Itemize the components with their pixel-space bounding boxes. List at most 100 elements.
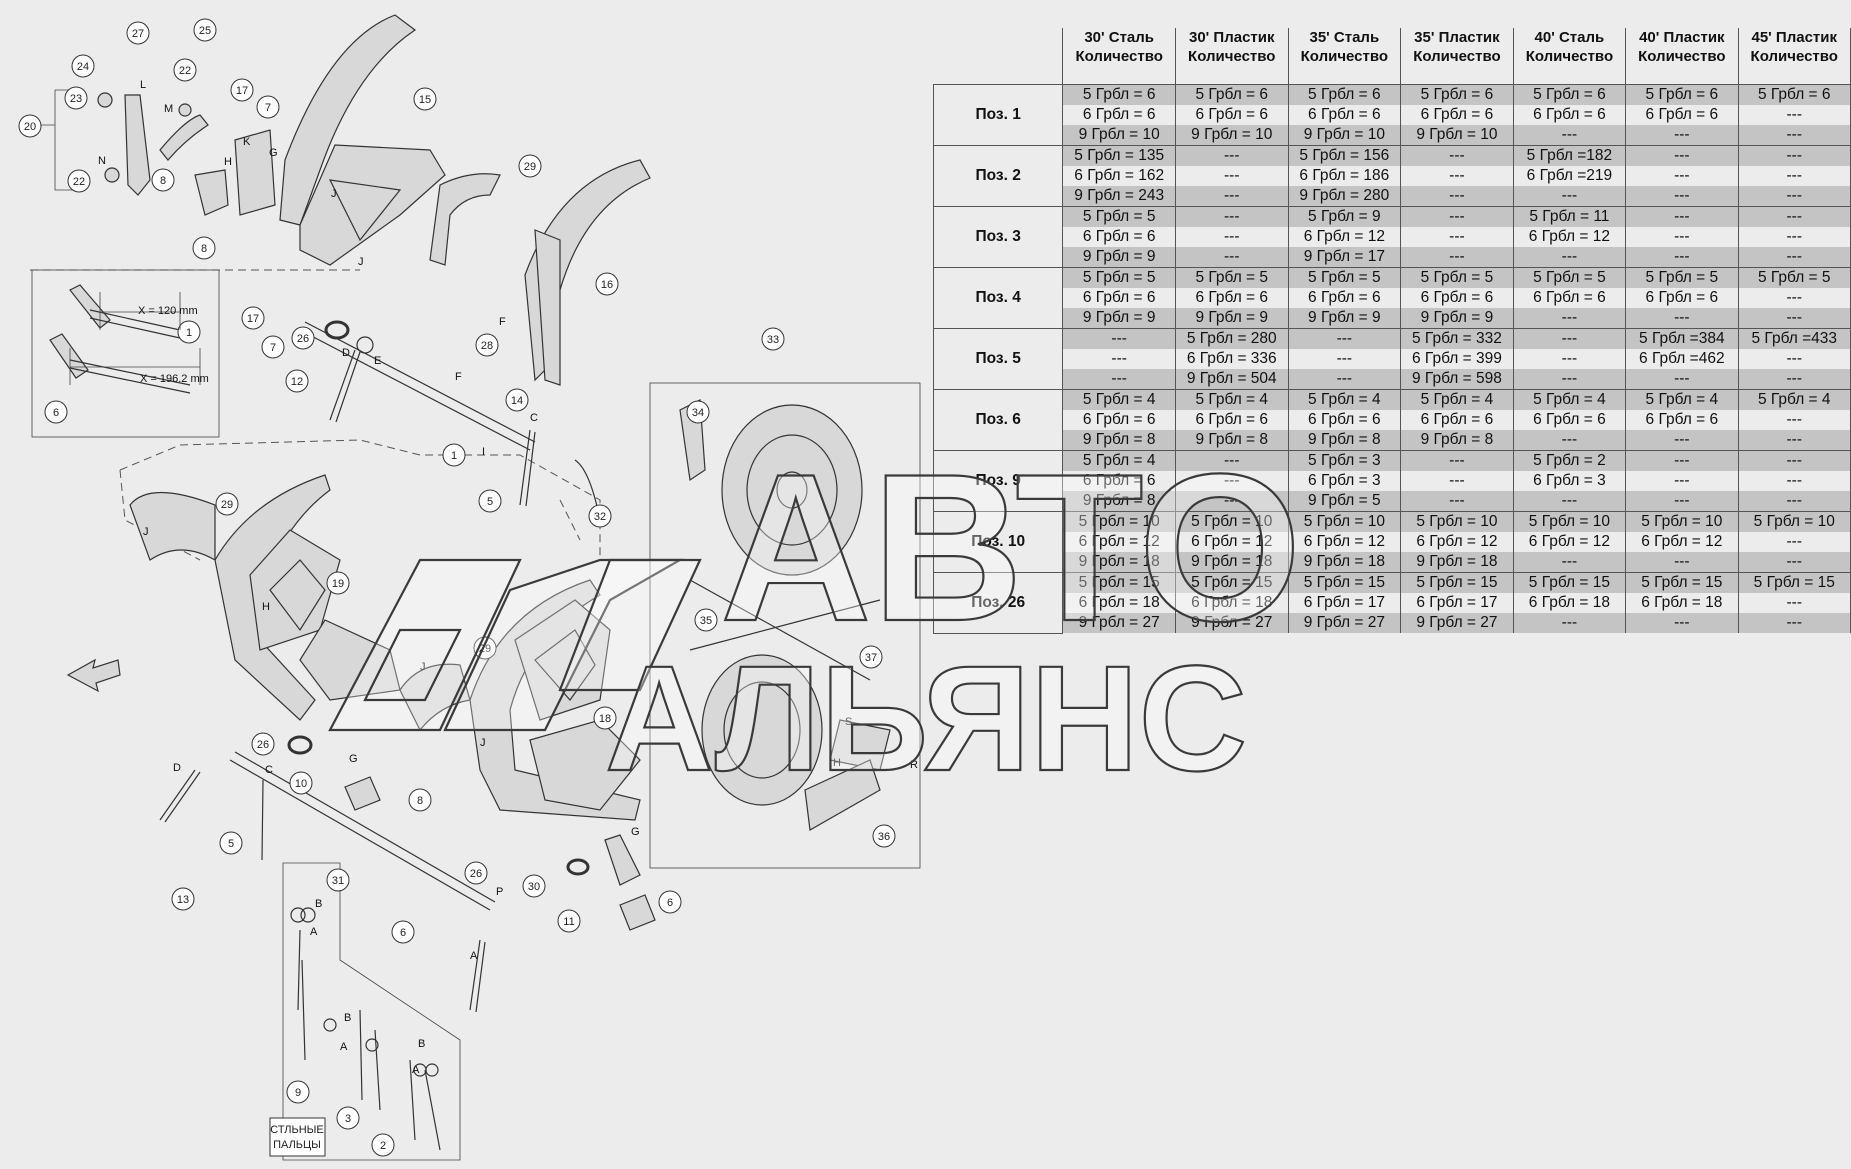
callout-bubble: 28 — [475, 333, 499, 357]
callout-circle — [126, 21, 150, 45]
quantity-cell: 5 Грбл = 9 — [1287, 206, 1402, 227]
callout-number: 23 — [70, 93, 82, 105]
quantity-cell: 6 Грбл = 6 — [1174, 105, 1289, 125]
drive-assembly — [679, 399, 891, 831]
position-label: Поз. 3 — [932, 206, 1064, 268]
quantity-cell: 6 Грбл = 12 — [1287, 532, 1402, 552]
callout-circle — [522, 874, 546, 898]
quantity-cell: 9 Грбл = 8 — [1062, 430, 1176, 451]
quantity-cell: --- — [1174, 166, 1289, 186]
quantity-cell: --- — [1174, 491, 1289, 512]
callout-circle — [859, 645, 883, 669]
callout-bubble: 6 — [44, 400, 68, 424]
callout-number: 8 — [417, 795, 423, 807]
quantity-cell: 5 Грбл = 6 — [1737, 84, 1851, 105]
callout-circle — [64, 86, 88, 110]
quantity-cell: 6 Грбл = 6 — [1174, 288, 1289, 308]
dimension-x120: X = 120 mm — [138, 305, 198, 317]
quantity-cell: --- — [1625, 552, 1739, 573]
reference-letter: M — [164, 103, 173, 115]
callout-circle — [44, 400, 68, 424]
callout-bubble: 32 — [588, 504, 612, 528]
callout-number: 17 — [236, 85, 248, 97]
quantity-cell: 5 Грбл = 135 — [1062, 145, 1176, 166]
callout-number: 25 — [199, 25, 211, 37]
quantity-cell: --- — [1625, 227, 1739, 247]
reference-letter: H — [833, 757, 841, 769]
callout-number: 9 — [295, 1087, 301, 1099]
quantity-cell: --- — [1287, 369, 1402, 390]
quantity-cell: 5 Грбл = 15 — [1400, 572, 1514, 593]
callout-circle — [872, 824, 896, 848]
quantity-cell: --- — [1625, 166, 1739, 186]
quantity-cell: 9 Грбл = 504 — [1174, 369, 1289, 390]
position-label: Поз. 2 — [932, 145, 1064, 207]
quantity-cell: --- — [1737, 349, 1851, 369]
callout-circle — [326, 868, 350, 892]
quantity-cell: --- — [1737, 430, 1851, 451]
quantity-cell: 6 Грбл = 6 — [1512, 410, 1627, 430]
quantity-cell: 6 Грбл = 162 — [1062, 166, 1176, 186]
callout-bubble: 9 — [286, 1080, 310, 1104]
quantity-cell: 9 Грбл = 10 — [1400, 125, 1514, 146]
reference-letter: L — [140, 79, 146, 91]
position-label: Поз. 5 — [932, 328, 1064, 390]
callout-circle — [289, 771, 313, 795]
callout-number: 6 — [53, 407, 59, 419]
callout-bubble: 14 — [505, 388, 529, 412]
callout-bubble: 35 — [694, 608, 718, 632]
quantity-cell: 5 Грбл = 6 — [1625, 84, 1739, 105]
column-header-size: 35' Пластик — [1414, 29, 1500, 46]
callout-bubble: 36 — [872, 824, 896, 848]
callout-number: 30 — [528, 881, 540, 893]
callout-bubble: 5 — [219, 831, 243, 855]
callout-number: 18 — [599, 713, 611, 725]
quantity-cell: --- — [1174, 206, 1289, 227]
callout-circle — [18, 114, 42, 138]
callout-circle — [557, 909, 581, 933]
callout-circle — [219, 831, 243, 855]
quantity-cell: 6 Грбл = 12 — [1625, 532, 1739, 552]
callout-number: 13 — [177, 894, 189, 906]
quantity-cell: --- — [1512, 613, 1627, 633]
reel-disc-lower-left — [129, 474, 401, 721]
quantity-cell: --- — [1737, 532, 1851, 552]
quantity-cell: 5 Грбл = 15 — [1174, 572, 1289, 593]
quantity-cell: 5 Грбл = 15 — [1062, 572, 1176, 593]
quantity-cell: --- — [1512, 125, 1627, 146]
quantity-cell: 9 Грбл = 8 — [1174, 430, 1289, 451]
callout-number: 29 — [221, 499, 233, 511]
quantity-cell: --- — [1625, 186, 1739, 207]
callout-circle — [391, 920, 415, 944]
quantity-cell: 6 Грбл = 12 — [1174, 532, 1289, 552]
callout-number: 32 — [594, 511, 606, 523]
quantity-cell: 5 Грбл = 4 — [1625, 389, 1739, 410]
quantity-cell: 6 Грбл = 12 — [1062, 532, 1176, 552]
column-header-qty: Количество — [1638, 48, 1726, 65]
quantity-cell: --- — [1737, 491, 1851, 512]
callout-number: 22 — [179, 65, 191, 77]
quantity-cell: --- — [1625, 247, 1739, 268]
callout-bubble: 27 — [126, 21, 150, 45]
callout-circle — [71, 54, 95, 78]
column-header-qty: Количество — [1300, 48, 1389, 65]
callout-circle — [177, 320, 201, 344]
quantity-cell: --- — [1737, 145, 1851, 166]
callout-circle — [285, 369, 309, 393]
table-row: 6 Грбл = 6---6 Грбл = 12---6 Грбл = 12--… — [934, 227, 1851, 247]
table-row: ---6 Грбл = 336---6 Грбл = 399---6 Грбл … — [934, 349, 1851, 369]
quantity-cell: --- — [1400, 491, 1514, 512]
quantity-cell: 6 Грбл = 17 — [1400, 593, 1514, 613]
quantity-cell: 5 Грбл = 15 — [1737, 572, 1851, 593]
column-header-size: 40' Пластик — [1639, 29, 1725, 46]
quantity-cell: 5 Грбл = 4 — [1512, 389, 1627, 410]
callout-number: 1 — [186, 327, 192, 339]
reference-letter: P — [496, 886, 503, 898]
